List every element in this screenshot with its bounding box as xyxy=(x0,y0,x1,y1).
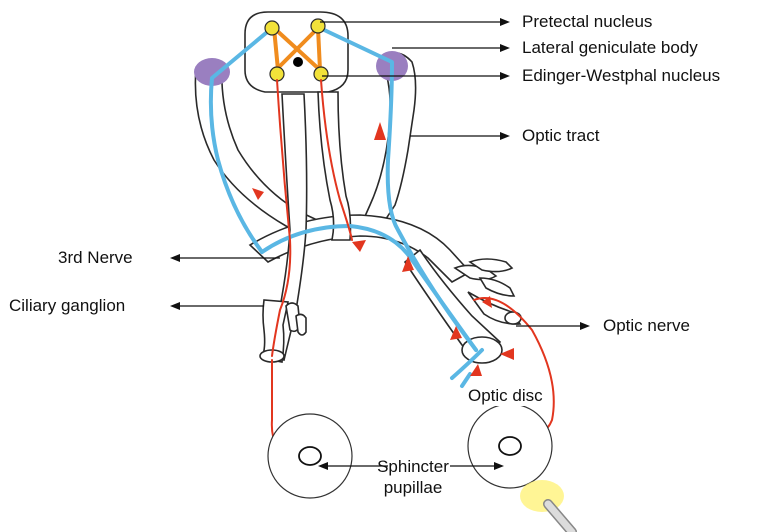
label-third-nerve: 3rd Nerve xyxy=(58,248,133,268)
pretectal-nucleus-right xyxy=(311,19,325,33)
label-pretectal-nucleus: Pretectal nucleus xyxy=(522,12,652,32)
ew-nucleus-left xyxy=(270,67,284,81)
label-ciliary-ganglion: Ciliary ganglion xyxy=(9,296,125,316)
right-pupil xyxy=(499,437,521,455)
ew-nucleus-right xyxy=(314,67,328,81)
nerve-outlines xyxy=(195,12,520,360)
aqueduct-dot xyxy=(293,57,303,67)
label-optic-nerve: Optic nerve xyxy=(603,316,690,336)
label-edinger-westphal-nucleus: Edinger-Westphal nucleus xyxy=(522,66,720,86)
label-sphincter-pupillae: Sphincter pupillae xyxy=(368,456,458,498)
label-lateral-geniculate-body: Lateral geniculate body xyxy=(522,38,698,58)
ciliary-ganglion-shape xyxy=(260,300,306,362)
penlight-icon xyxy=(520,480,572,532)
pretectal-nucleus-left xyxy=(265,21,279,35)
label-sphincter-line1: Sphincter xyxy=(368,456,458,477)
label-optic-disc: Optic disc xyxy=(466,386,545,406)
left-pupil xyxy=(299,447,321,465)
label-sphincter-line2: pupillae xyxy=(368,477,458,498)
label-optic-tract: Optic tract xyxy=(522,126,599,146)
